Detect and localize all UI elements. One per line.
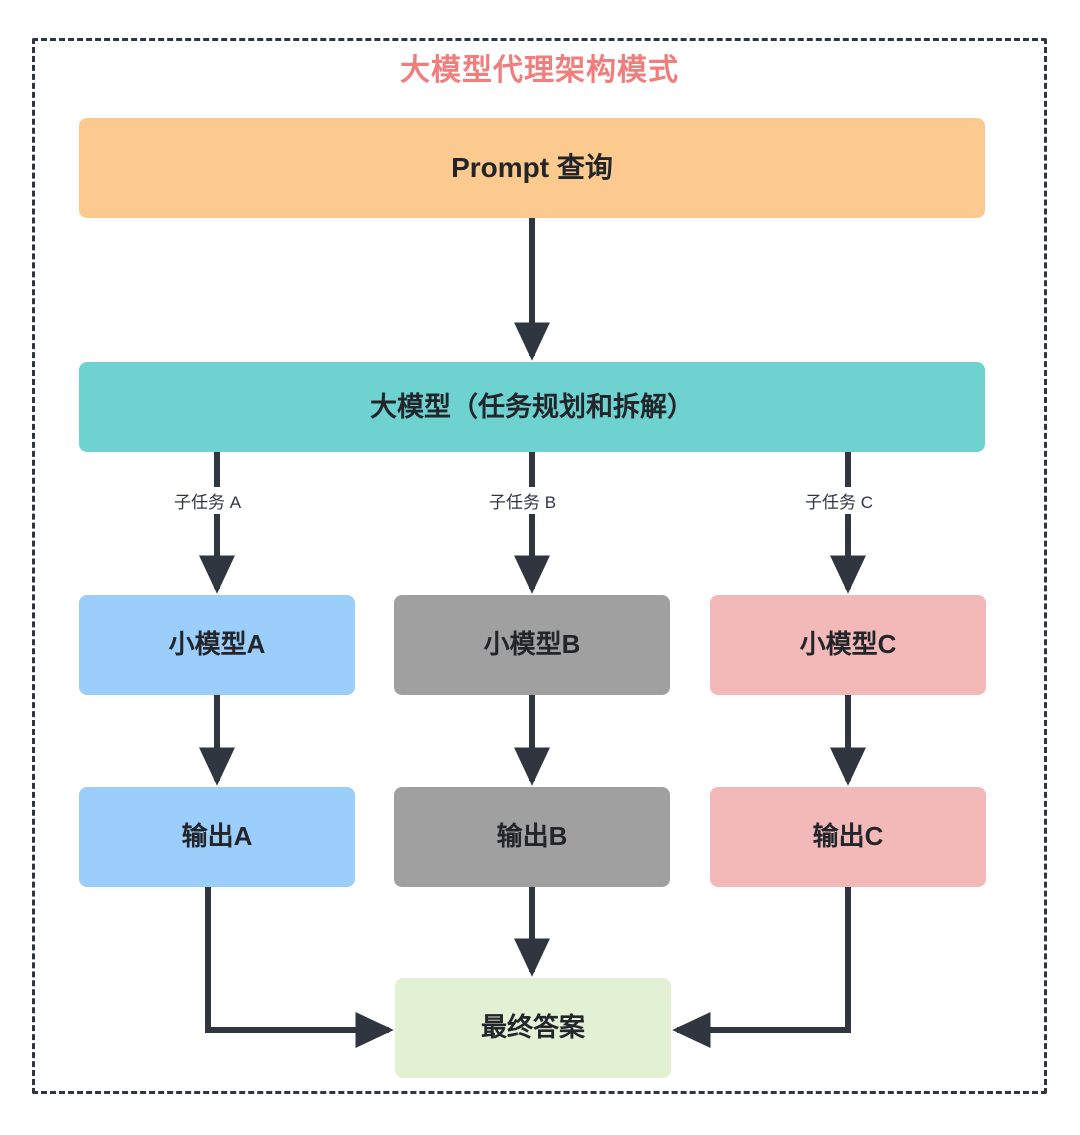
node-output-b[interactable]: 输出B xyxy=(394,787,670,887)
diagram-frame xyxy=(32,38,1047,1094)
node-small-model-b[interactable]: 小模型B xyxy=(394,595,670,695)
node-llm[interactable]: 大模型（任务规划和拆解） xyxy=(79,362,985,452)
edge-label-subtask-b: 子任务 B xyxy=(485,487,561,514)
edge-out-a-to-final xyxy=(205,887,394,1048)
edge-label-subtask-a: 子任务 A xyxy=(170,487,246,514)
node-small-model-c[interactable]: 小模型C xyxy=(710,595,986,695)
node-prompt[interactable]: Prompt 查询 xyxy=(79,118,985,218)
node-small-model-a[interactable]: 小模型A xyxy=(79,595,355,695)
diagram-title: 大模型代理架构模式 xyxy=(400,54,679,87)
node-final-answer[interactable]: 最终答案 xyxy=(395,978,671,1078)
node-output-c[interactable]: 输出C xyxy=(710,787,986,887)
edge-out-c-to-final xyxy=(672,887,851,1048)
node-output-a[interactable]: 输出A xyxy=(79,787,355,887)
edge-label-subtask-c: 子任务 C xyxy=(801,487,877,514)
